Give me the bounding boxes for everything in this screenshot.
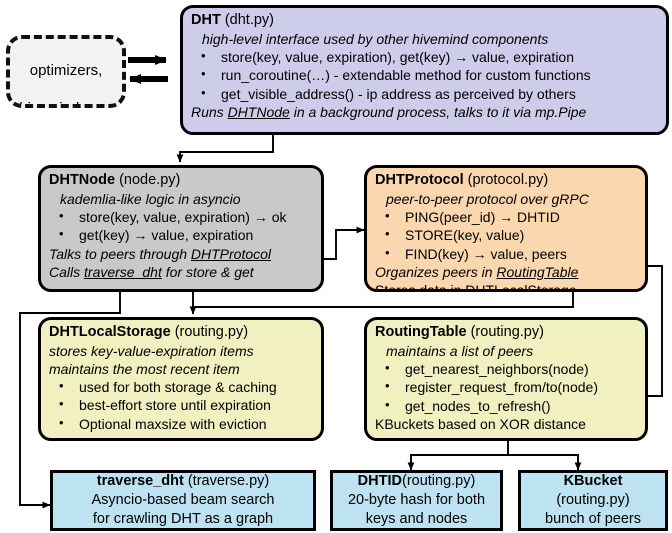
dht-subtitle: high-level interface used by other hivem… (202, 30, 549, 47)
dht-module: (dht.py) (224, 12, 275, 28)
dhtnode-link-traverse-dht[interactable]: traverse_dht (84, 263, 162, 280)
dht-footer: Runs DHTNode in a background process, ta… (191, 103, 661, 121)
localstorage-bullet-1: best-effort store until expiration (49, 395, 316, 414)
kbucket-title: KBucket (563, 473, 623, 491)
dhtnode-bullet-1: get(key) → value, expiration (49, 225, 316, 244)
kbucket-name: KBucket (563, 473, 623, 490)
node-traverse-dht[interactable]: traverse_dht (traverse.py) Asyncio-based… (50, 470, 316, 531)
dhtnode-footer2-post: for store & get (161, 263, 254, 280)
routingtable-bullet-2: get_nodes_to_refresh() (375, 396, 640, 415)
dhtprotocol-link-localstorage[interactable]: LocalStorage (494, 282, 577, 292)
outside-world-text: Outside world: optimizers, hivemind.moe (18, 39, 114, 104)
dhtprotocol-link-routingtable[interactable]: RoutingTable (496, 264, 579, 281)
dhtprotocol-footer-2: Stores data in DHTLocalStorage (375, 281, 640, 292)
routingtable-bullet-0: get_nearest_neighbors(node) (375, 359, 640, 378)
node-dht[interactable]: DHT (dht.py) high-level interface used b… (180, 5, 669, 135)
dhtprotocol-subtitle: peer-to-peer protocol over gRPC (386, 190, 589, 207)
dht-footer-pre: Runs (191, 104, 228, 121)
outside-line-2: optimizers, (29, 62, 103, 80)
node-dhtnode[interactable]: DHTNode (node.py) kademlia-like logic in… (38, 165, 324, 292)
routingtable-bullet-1: register_request_from/to(node) (375, 377, 640, 396)
routingtable-footer: KBuckets based on XOR distance (375, 416, 586, 433)
edge-routingtable-to-kbucket (508, 454, 582, 471)
outside-line-3: hivemind.moe (18, 100, 114, 104)
dht-footer-link-dhtnode[interactable]: DHTNode (227, 104, 290, 121)
dht-bullet-list: store(key, value, expiration), get(key) … (191, 47, 661, 103)
dhtprotocol-module: (protocol.py) (467, 172, 549, 188)
dhtid-module: (routing.py) (401, 473, 476, 490)
dht-title: DHT (dht.py) (191, 11, 661, 30)
kbucket-module: (routing.py) (556, 492, 630, 509)
localstorage-title: DHTLocalStorage (routing.py) (49, 323, 316, 342)
dhtnode-footer-1: Talks to peers through DHTProtocol (49, 245, 316, 263)
routingtable-bullet-list: get_nearest_neighbors(node) register_req… (375, 359, 640, 415)
node-routingtable[interactable]: RoutingTable (routing.py) maintains a li… (364, 317, 648, 441)
edge-dhtnode-to-dhtprotocol (320, 226, 365, 260)
dhtnode-module: (node.py) (119, 172, 181, 188)
localstorage-name: DHTLocalStorage (49, 324, 171, 340)
dhtprotocol-bullet-1: STORE(key, value) (375, 225, 640, 244)
dht-bullet-0: store(key, value, expiration), get(key) … (191, 47, 661, 66)
edge-dhtprotocol-to-localstorage (193, 292, 574, 308)
dht-footer-post: in a background process, talks to it via… (289, 104, 587, 121)
localstorage-bullet-0: used for both storage & caching (49, 377, 316, 396)
routingtable-title: RoutingTable (routing.py) (375, 323, 640, 342)
traverse-line-3: for crawling DHT as a graph (92, 510, 274, 527)
dht-bullet-1: run_coroutine(…) - extendable method for… (191, 65, 661, 84)
traverse-module: (traverse.py) (187, 473, 270, 490)
node-kbucket[interactable]: KBucket (routing.py) bunch of peers (518, 470, 668, 531)
dhtid-line-2: 20-byte hash for both (347, 492, 486, 509)
dhtid-title: DHTID(routing.py) (357, 473, 476, 491)
traverse-line-2: Asyncio-based beam search (91, 492, 275, 509)
kbucket-line-3: bunch of peers (545, 510, 641, 527)
traverse-name: traverse_dht (96, 473, 184, 490)
dhtnode-bullet-list: store(key, value, expiration) → ok get(k… (49, 207, 316, 245)
localstorage-module: (routing.py) (174, 324, 249, 340)
dht-name: DHT (191, 12, 221, 28)
edge-routingtable-to-dhtid (407, 441, 509, 471)
node-dhtprotocol[interactable]: DHTProtocol (protocol.py) peer-to-peer p… (364, 165, 648, 292)
dhtprotocol-footer-1: Organizes peers in RoutingTable (375, 263, 640, 281)
localstorage-bullet-2: Optional maxsize with eviction (49, 414, 316, 433)
dhtnode-footer-2: Calls traverse_dht for store & get (49, 263, 316, 281)
dhtnode-title: DHTNode (node.py) (49, 171, 316, 190)
dhtprotocol-title: DHTProtocol (protocol.py) (375, 171, 640, 190)
dhtnode-link-dhtprotocol[interactable]: DHTProtocol (190, 245, 272, 262)
dhtnode-name: DHTNode (49, 172, 116, 188)
edge-dht-to-dhtnode (176, 133, 274, 163)
dhtid-name: DHTID (357, 473, 402, 490)
routingtable-name: RoutingTable (375, 324, 467, 340)
node-dhtid[interactable]: DHTID(routing.py) 20-byte hash for both … (330, 470, 503, 531)
dhtprotocol-name: DHTProtocol (375, 172, 464, 188)
localstorage-subtitle-2: maintains the most recent item (49, 360, 240, 377)
dhtnode-subtitle: kademlia-like logic in asyncio (60, 190, 241, 207)
dhtid-line-3: keys and nodes (365, 510, 468, 527)
dhtprotocol-footer1-pre: Organizes peers in (375, 264, 497, 281)
node-outside-world[interactable]: Outside world: optimizers, hivemind.moe (6, 35, 126, 108)
dhtprotocol-bullet-2: FIND(key) → value, peers (375, 244, 640, 263)
routingtable-subtitle: maintains a list of peers (386, 342, 534, 359)
dhtnode-bullet-0: store(key, value, expiration) → ok (49, 207, 316, 226)
dhtprotocol-footer2-pre: Stores data in DHT (375, 282, 495, 292)
outside-line-1: Outside world: (18, 39, 114, 43)
dhtnode-footer2-pre: Calls (49, 263, 85, 280)
dhtprotocol-bullet-0: PING(peer_id) → DHTID (375, 207, 640, 226)
dhtprotocol-bullet-list: PING(peer_id) → DHTID STORE(key, value) … (375, 207, 640, 263)
localstorage-bullet-list: used for both storage & caching best-eff… (49, 377, 316, 433)
dht-bullet-2: get_visible_address() - ip address as pe… (191, 84, 661, 103)
localstorage-subtitle-1: stores key-value-expiration items (49, 342, 254, 359)
dhtnode-footer1-pre: Talks to peers through (49, 245, 191, 262)
node-dhtlocalstorage[interactable]: DHTLocalStorage (routing.py) stores key-… (38, 317, 324, 441)
routingtable-module: (routing.py) (470, 324, 544, 340)
traverse-title: traverse_dht (traverse.py) (96, 473, 270, 491)
